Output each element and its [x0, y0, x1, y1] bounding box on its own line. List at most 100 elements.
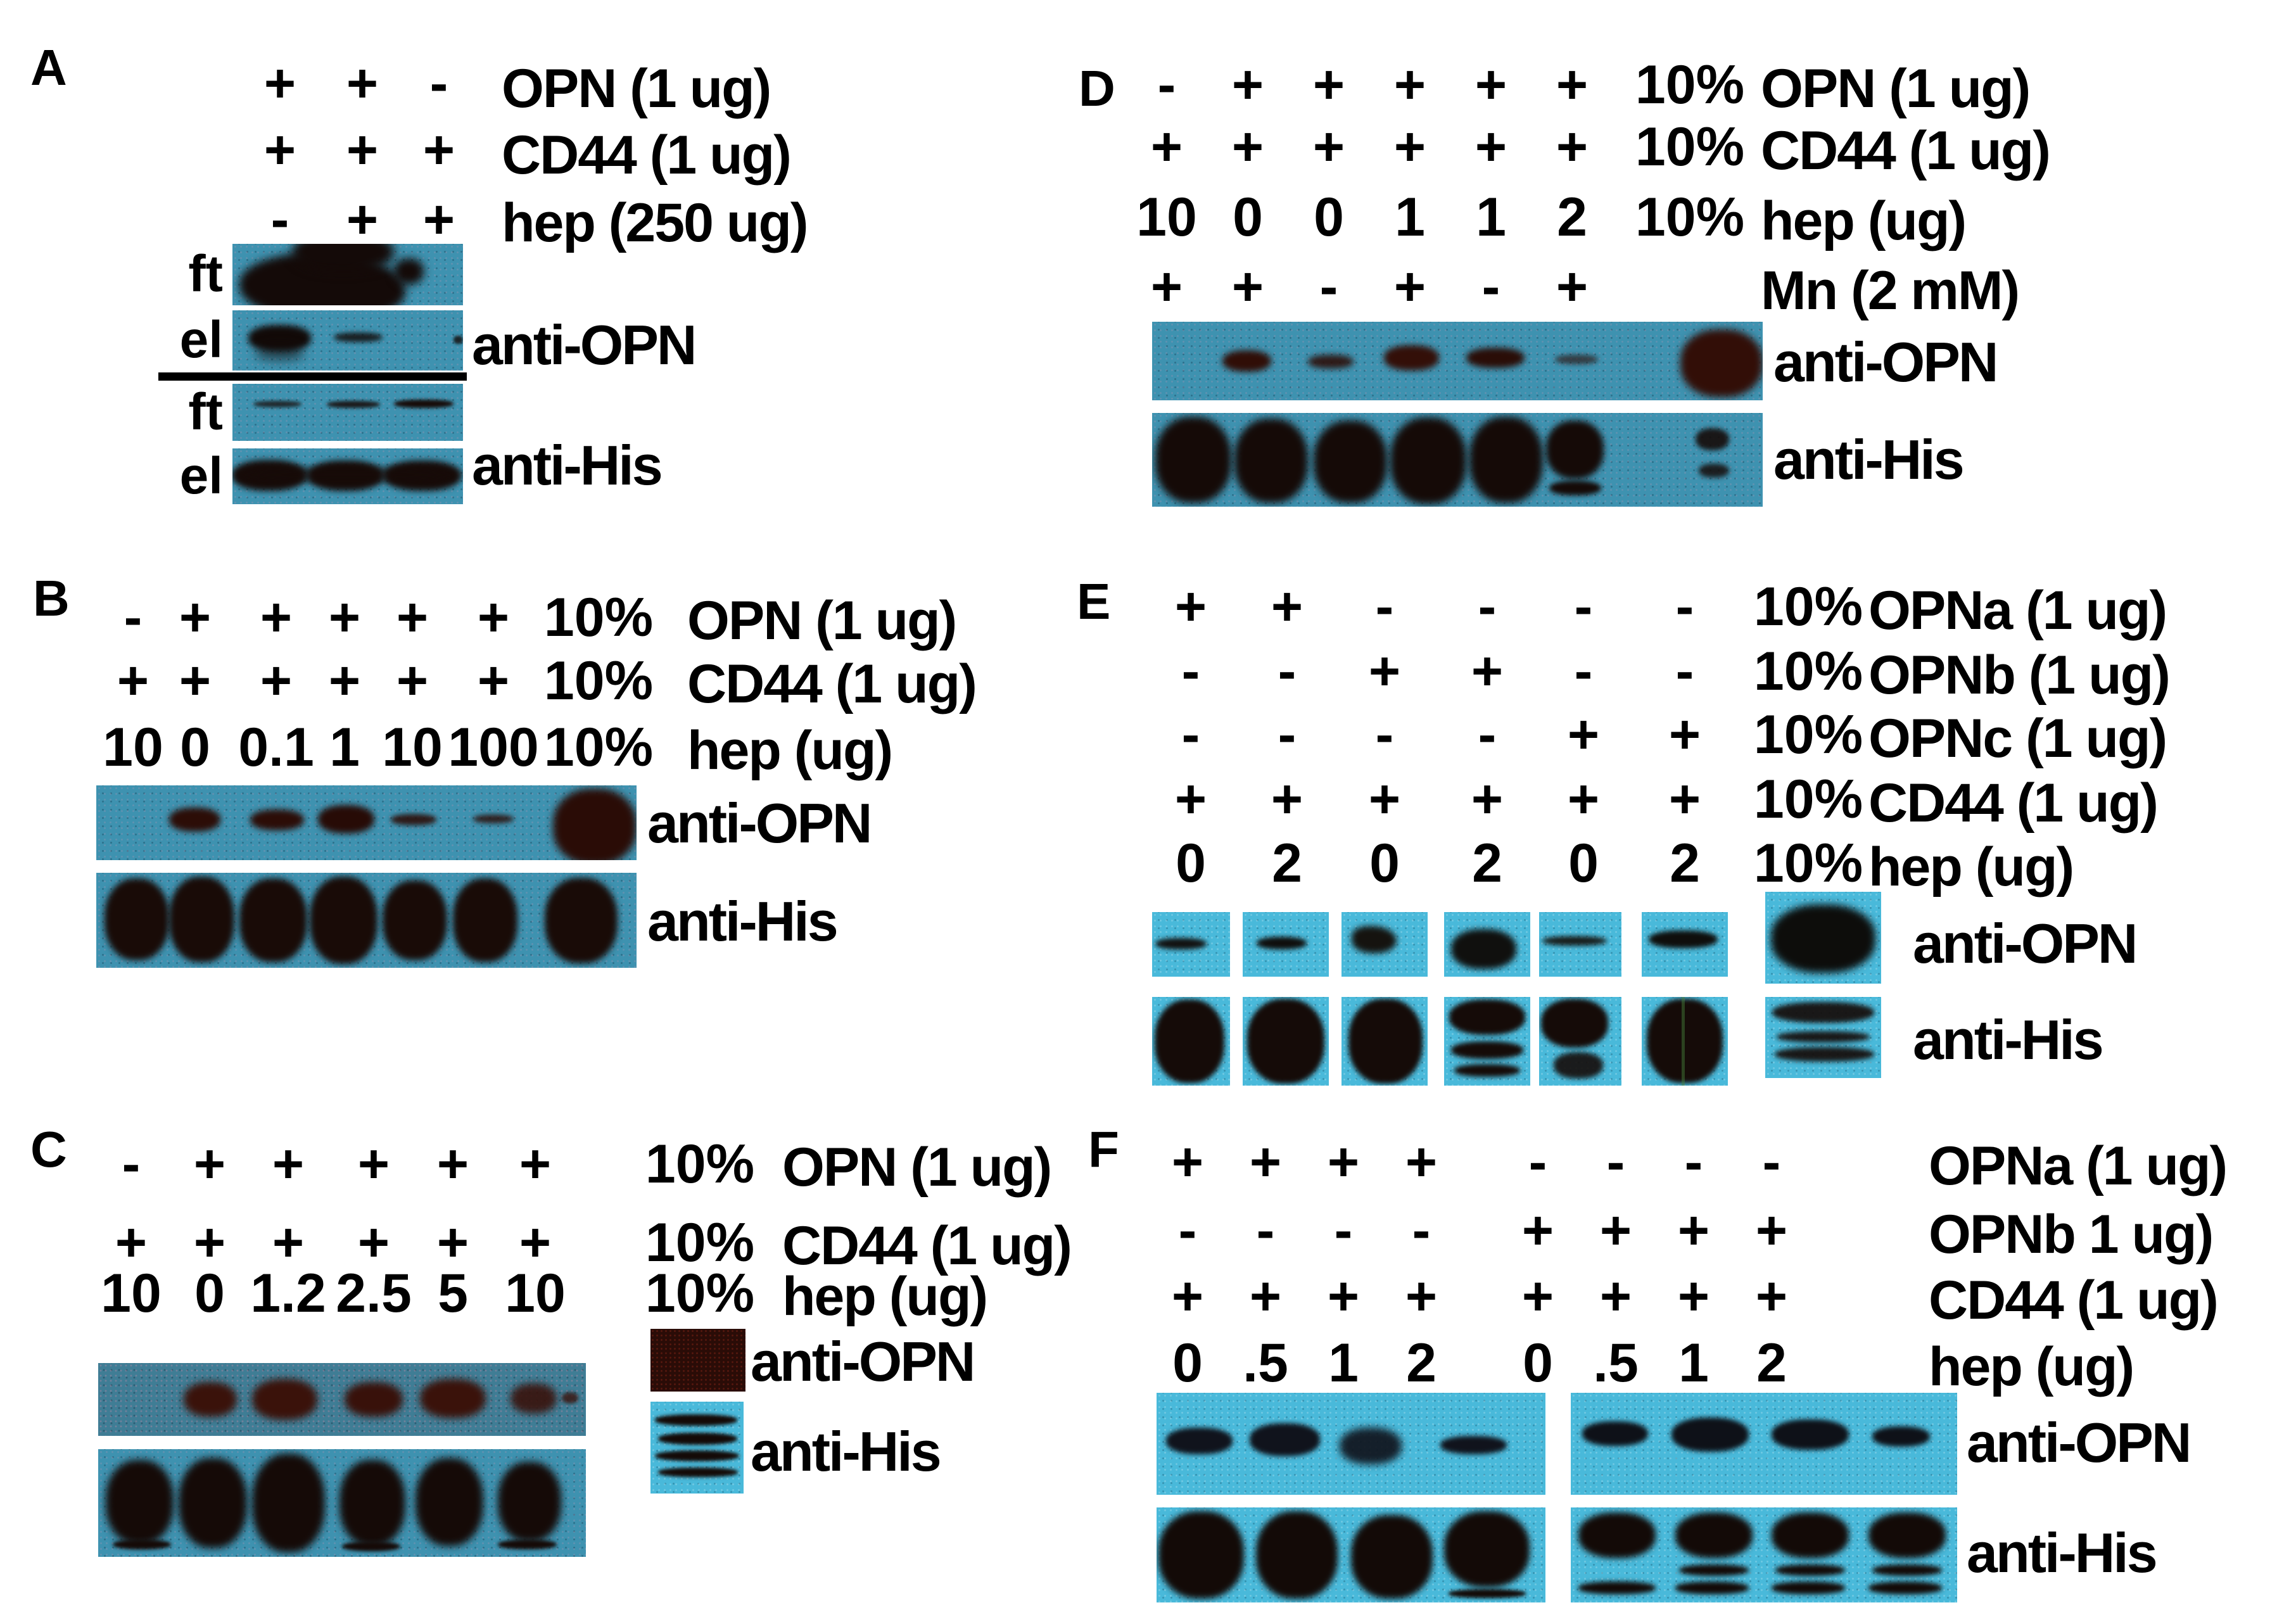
- condition-symbol: +: [115, 1212, 148, 1273]
- input-percent: 10%: [1635, 54, 1745, 115]
- condition-symbol: -: [1334, 1200, 1353, 1261]
- condition-symbol: -: [1606, 1132, 1625, 1193]
- blot-band: [1454, 1064, 1520, 1077]
- blot-A-anti-His-el: [232, 448, 463, 504]
- condition-symbol: +: [1249, 1266, 1282, 1327]
- blot-band: [1540, 998, 1609, 1048]
- condition-symbol: +: [1312, 117, 1345, 177]
- blot-band: [473, 815, 514, 824]
- blot-E-anti-His-lane6: [1642, 997, 1728, 1086]
- antibody-label: anti-OPN: [751, 1330, 975, 1393]
- gel-row-label-ft: ft: [188, 245, 223, 303]
- blot-B-anti-His: [96, 873, 637, 968]
- blot-band: [1444, 1511, 1530, 1587]
- blot-band: [1154, 999, 1225, 1083]
- blot-band: [339, 1460, 406, 1546]
- condition-symbol: +: [1231, 54, 1264, 115]
- input-percent: 10%: [1635, 187, 1745, 248]
- input-percent: 10%: [543, 587, 654, 648]
- condition-symbol: +: [1231, 117, 1264, 177]
- antibody-label: anti-OPN: [647, 792, 872, 854]
- condition-symbol: +: [1471, 641, 1504, 702]
- blot-band: [393, 400, 454, 408]
- condition-label: CD44 (1 ug): [687, 654, 977, 714]
- blot-band: [510, 1383, 557, 1414]
- condition-symbol: +: [1231, 257, 1264, 317]
- antibody-label: anti-His: [647, 890, 839, 953]
- blot-band: [415, 1457, 484, 1546]
- blot-band: [1675, 1512, 1753, 1558]
- condition-value: 0.1: [238, 717, 314, 778]
- blot-band: [1545, 420, 1604, 479]
- condition-symbol: +: [1567, 704, 1600, 765]
- blot-band: [1351, 1515, 1433, 1599]
- condition-symbol: +: [263, 120, 296, 181]
- blot-band: [561, 1392, 579, 1404]
- blot-band: [1777, 1031, 1870, 1043]
- condition-symbol: +: [1174, 576, 1207, 637]
- blot-band: [169, 808, 221, 832]
- condition-symbol: -: [1181, 641, 1200, 702]
- blot-band: [498, 1539, 557, 1550]
- blot-band: [1449, 999, 1525, 1036]
- input-percent: 10%: [1753, 576, 1863, 637]
- condition-symbol: +: [1556, 117, 1589, 177]
- condition-symbol: -: [1256, 1200, 1275, 1261]
- condition-symbol: +: [1312, 54, 1345, 115]
- condition-label: hep (ug): [687, 720, 893, 781]
- blot-band: [327, 401, 380, 408]
- condition-value: 2: [1406, 1333, 1437, 1393]
- blot-band: [309, 877, 377, 964]
- blot-band: [498, 1462, 562, 1542]
- blot-band: [1555, 355, 1598, 364]
- blot-band: [390, 813, 437, 825]
- blot-band: [1466, 347, 1525, 369]
- blot-band: [1352, 926, 1397, 954]
- blot-F-anti-His-OPNa: [1157, 1507, 1545, 1602]
- condition-symbol: -: [270, 189, 289, 250]
- condition-symbol: +: [1368, 641, 1401, 702]
- blot-band: [1158, 1511, 1245, 1599]
- blot-C-anti-OPN: [98, 1363, 586, 1436]
- input-percent: 10%: [1753, 769, 1863, 830]
- condition-symbol: +: [117, 650, 149, 711]
- blot-band: [1554, 1051, 1604, 1079]
- condition-value: 10: [1136, 187, 1197, 248]
- condition-value: 2: [1472, 833, 1502, 894]
- blot-band: [1256, 936, 1307, 950]
- blot-band: [393, 258, 424, 284]
- blot-band: [1772, 1001, 1874, 1023]
- condition-symbol: +: [477, 587, 510, 648]
- blot-band: [1772, 1512, 1849, 1558]
- blot-band: [1542, 936, 1607, 946]
- condition-symbol: -: [1675, 641, 1694, 702]
- condition-symbol: +: [1599, 1266, 1632, 1327]
- condition-symbol: -: [1181, 704, 1200, 765]
- condition-label: OPN (1 ug): [1761, 58, 2031, 119]
- blot-band: [1246, 998, 1325, 1084]
- condition-symbol: +: [396, 650, 429, 711]
- blot-band: [1772, 1419, 1849, 1450]
- antibody-label: anti-His: [472, 434, 663, 497]
- blot-band: [255, 345, 304, 361]
- condition-label: OPNb (1 ug): [1868, 645, 2171, 706]
- condition-value: 0: [1176, 833, 1206, 894]
- blot-F-anti-His-OPNb: [1571, 1507, 1957, 1602]
- panel-letter-E: E: [1077, 573, 1111, 630]
- condition-symbol: -: [1675, 576, 1694, 637]
- condition-symbol: +: [1471, 769, 1504, 830]
- blot-band: [1250, 1423, 1320, 1456]
- blot-band: [1549, 480, 1601, 496]
- blot-A-anti-His-ft: [232, 384, 463, 441]
- blot-C-anti-His: [98, 1449, 586, 1557]
- blot-band: [1671, 1417, 1749, 1452]
- gel-row-label-el: el: [179, 311, 223, 369]
- condition-symbol: -: [1684, 1132, 1703, 1193]
- condition-symbol: +: [346, 189, 379, 250]
- blot-band: [1384, 345, 1440, 371]
- input-percent: 10%: [1753, 704, 1863, 765]
- blot-band: [183, 1381, 238, 1418]
- condition-value: 2.5: [336, 1263, 412, 1324]
- blot-band: [1648, 930, 1718, 949]
- blot-band: [544, 877, 618, 963]
